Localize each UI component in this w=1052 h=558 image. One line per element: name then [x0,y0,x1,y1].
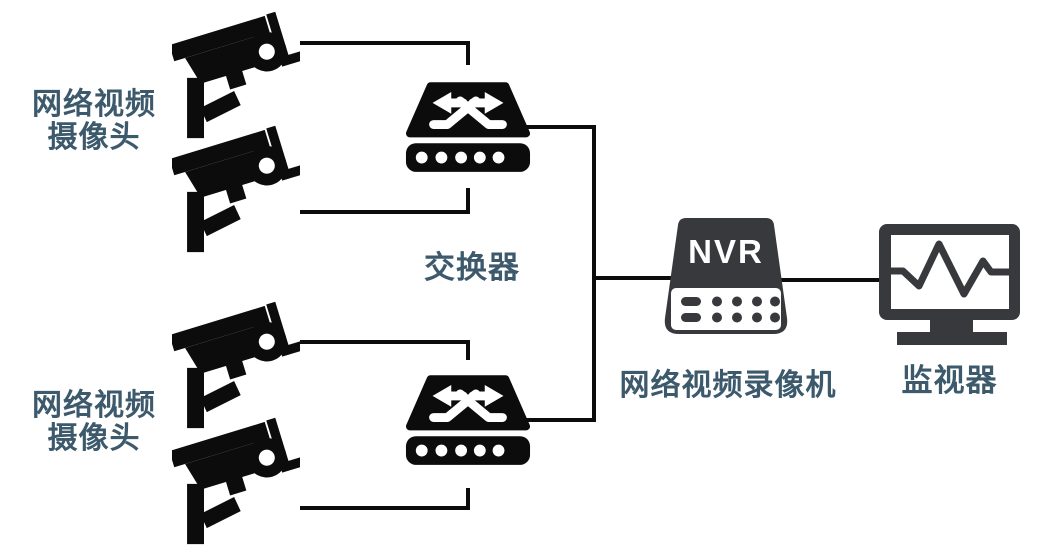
nvr-icon: NVR [661,216,791,342]
ip-camera-icon-3 [169,298,303,434]
camera-group-top-label: 网络视频 摄像头 [14,88,174,154]
monitor-icon [876,221,1022,345]
camera-group-bottom-label-line1: 网络视频 [32,389,156,422]
camera-group-bottom-label: 网络视频 摄像头 [14,389,174,455]
switch-label: 交换器 [424,250,520,285]
monitor-label: 监视器 [901,363,998,398]
camera-group-top-label-line1: 网络视频 [32,88,156,121]
ip-camera-icon-1 [169,8,303,144]
camera-group-top-label-line2: 摄像头 [47,121,141,154]
nvr-badge-text: NVR [688,233,764,270]
nvr-label: 网络视频录像机 [619,369,837,402]
switch-icon-top [404,82,532,174]
camera-group-bottom-label-line2: 摄像头 [47,422,141,455]
ip-camera-icon-2 [169,122,303,258]
ip-camera-icon-4 [169,414,303,550]
switch-icon-bottom [404,375,532,467]
